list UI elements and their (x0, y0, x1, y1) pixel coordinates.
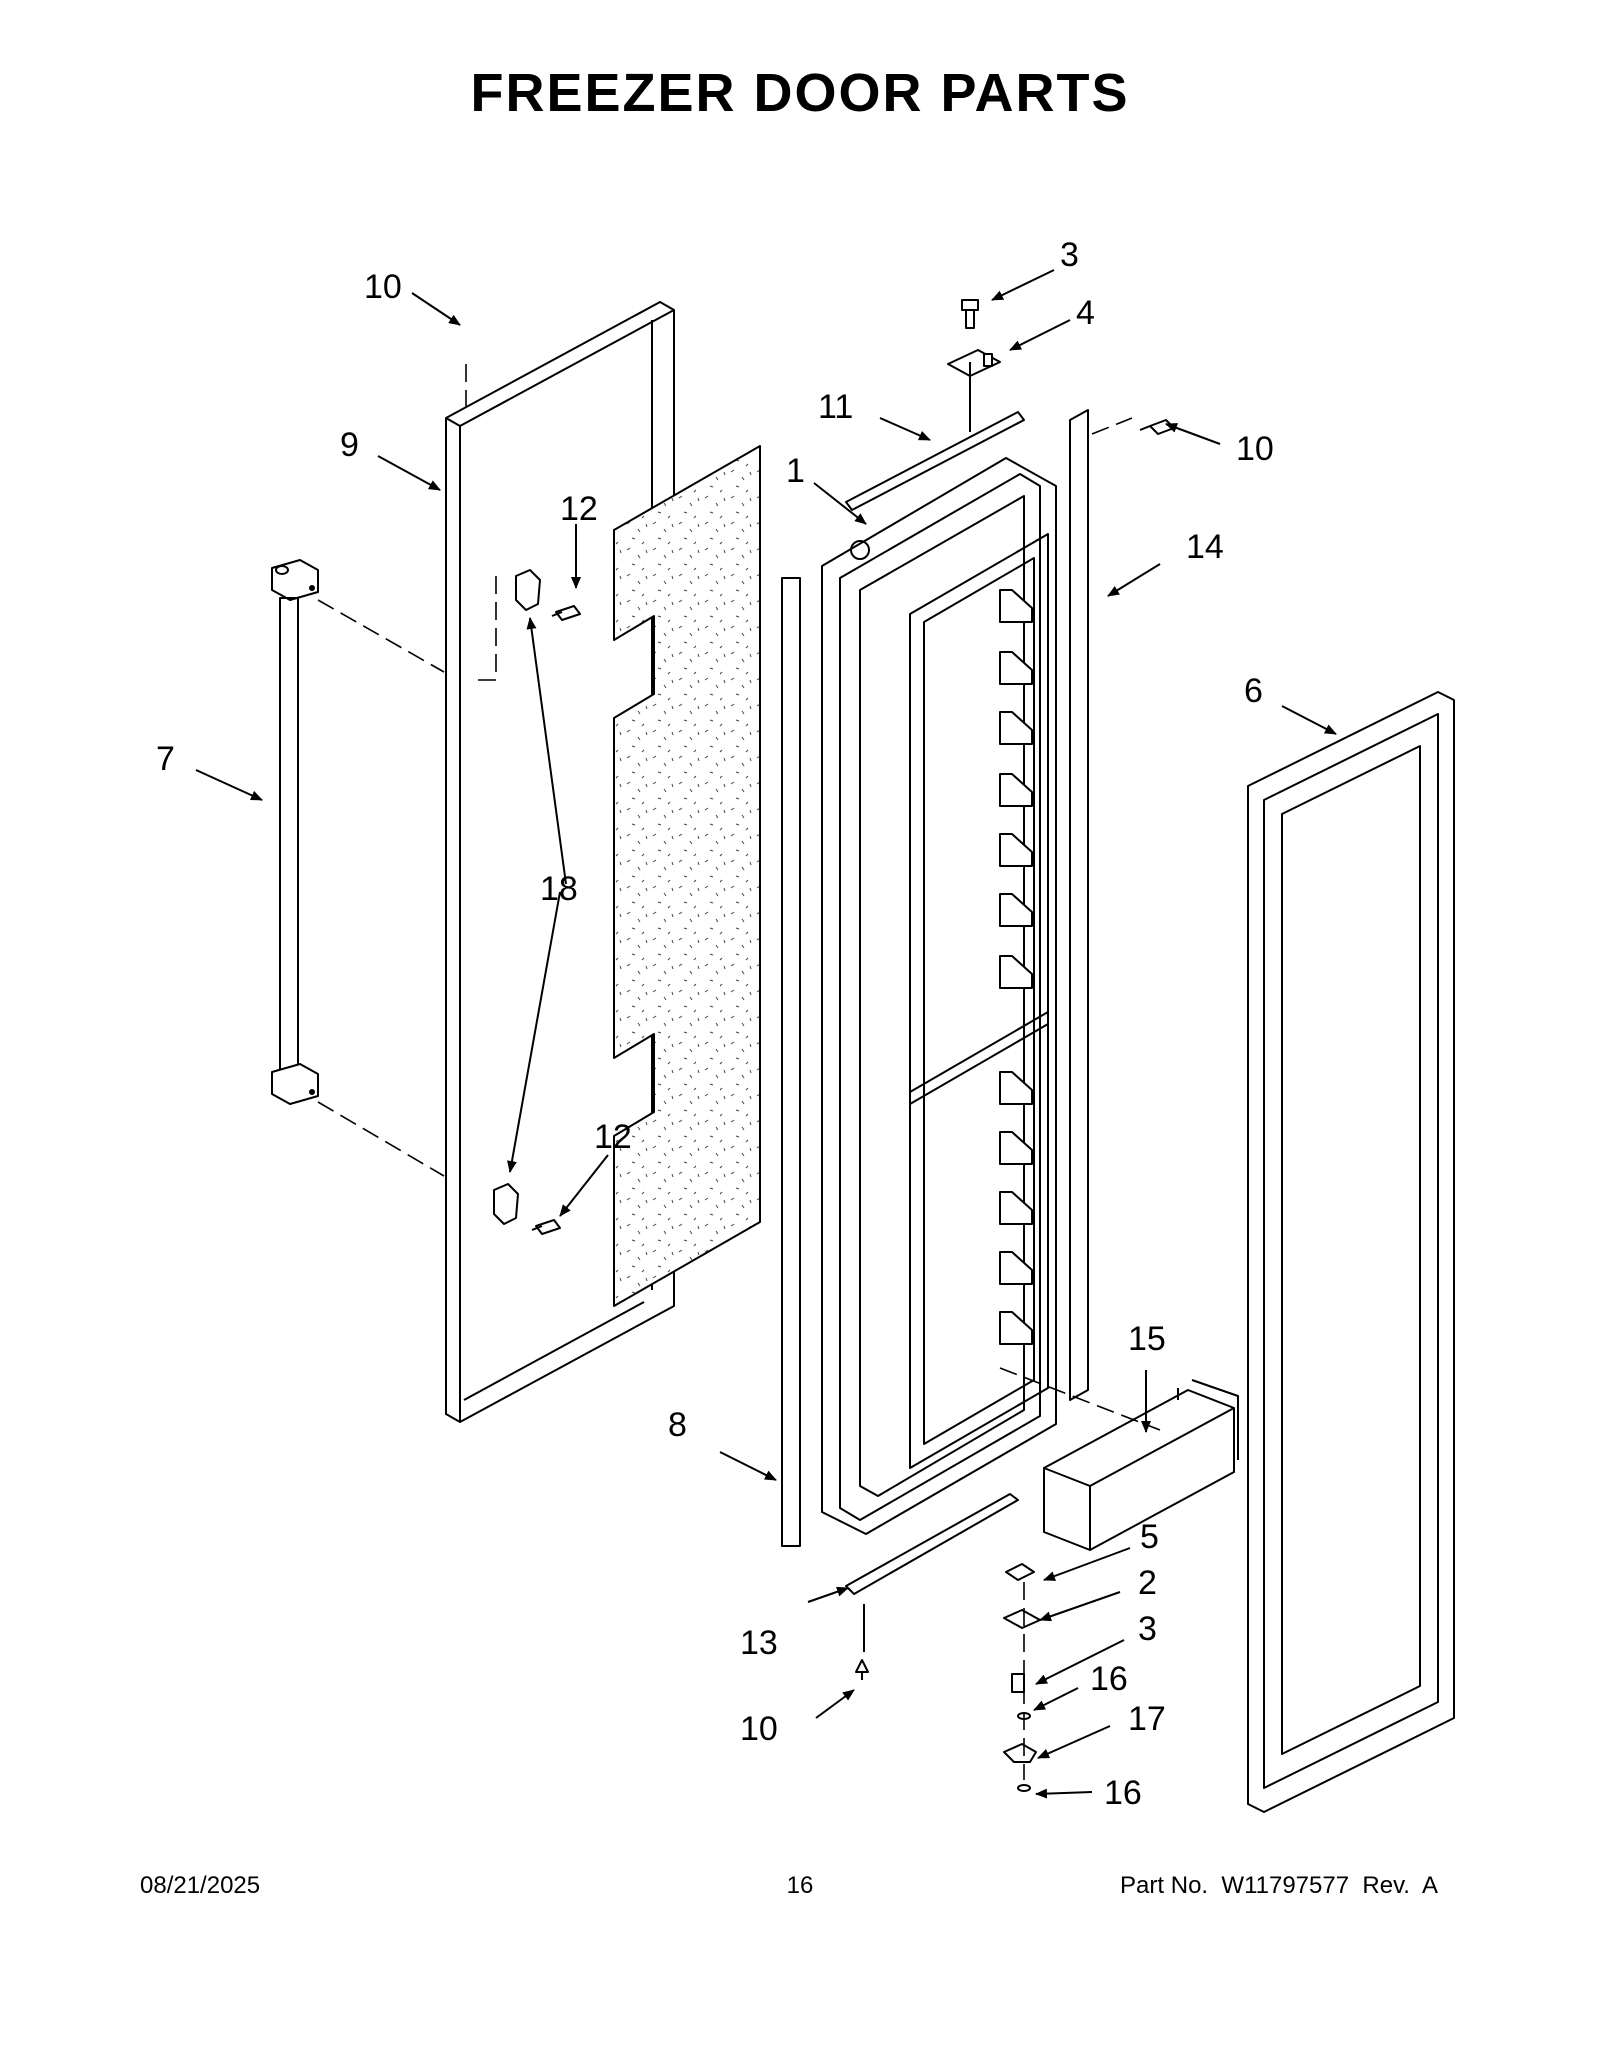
callout-14: 14 (1186, 528, 1224, 566)
callout-7: 7 (156, 740, 175, 778)
bottom-hinge-assembly-part (1003, 1563, 1041, 1792)
callout-11: 11 (818, 388, 853, 426)
top-channel-part (845, 411, 1025, 511)
callout-15: 15 (1128, 1320, 1166, 1358)
callout-10-bottom: 10 (740, 1710, 778, 1748)
callout-8: 8 (668, 1406, 687, 1444)
door-bin-part (1043, 1379, 1239, 1551)
top-hinge-part (947, 299, 1001, 432)
callout-10-right: 10 (1236, 430, 1274, 468)
callout-12-top: 12 (560, 490, 598, 528)
handle-mount-bracket-part (493, 569, 541, 1225)
bottom-channel-part (845, 1493, 1019, 1595)
door-handle-part (271, 559, 319, 1105)
callout-2: 2 (1138, 1564, 1157, 1602)
callout-10-top: 10 (364, 268, 402, 306)
callout-18: 18 (540, 870, 578, 908)
door-liner-part (821, 457, 1057, 1535)
page-title: FREEZER DOOR PARTS (470, 63, 1130, 123)
callout-9: 9 (340, 426, 359, 464)
callout-16-top: 16 (1090, 1660, 1128, 1698)
door-gasket-part (1247, 691, 1455, 1813)
left-trim-strip-part (781, 577, 801, 1547)
footer-part-number: Part No. W11797577 Rev. A (1120, 1872, 1438, 1899)
handle-screw-part (531, 605, 581, 1235)
callout-12-bottom: 12 (594, 1118, 632, 1156)
right-trim-strip-part (1069, 409, 1089, 1401)
footer-page-number: 16 (786, 1872, 814, 1899)
callout-4: 4 (1076, 294, 1095, 332)
callout-17: 17 (1128, 1700, 1166, 1738)
callout-6: 6 (1244, 672, 1263, 710)
door-insulation-part (613, 445, 761, 1307)
callout-16-bottom: 16 (1104, 1774, 1142, 1812)
bottom-screw-part (855, 1659, 869, 1680)
callout-5: 5 (1140, 1518, 1159, 1556)
callout-3-top: 3 (1060, 236, 1079, 274)
callout-3-bottom: 3 (1138, 1610, 1157, 1648)
side-screw-part (1139, 419, 1175, 435)
callout-13: 13 (740, 1624, 778, 1662)
callout-1: 1 (786, 452, 805, 490)
footer-date: 08/21/2025 (140, 1872, 261, 1899)
